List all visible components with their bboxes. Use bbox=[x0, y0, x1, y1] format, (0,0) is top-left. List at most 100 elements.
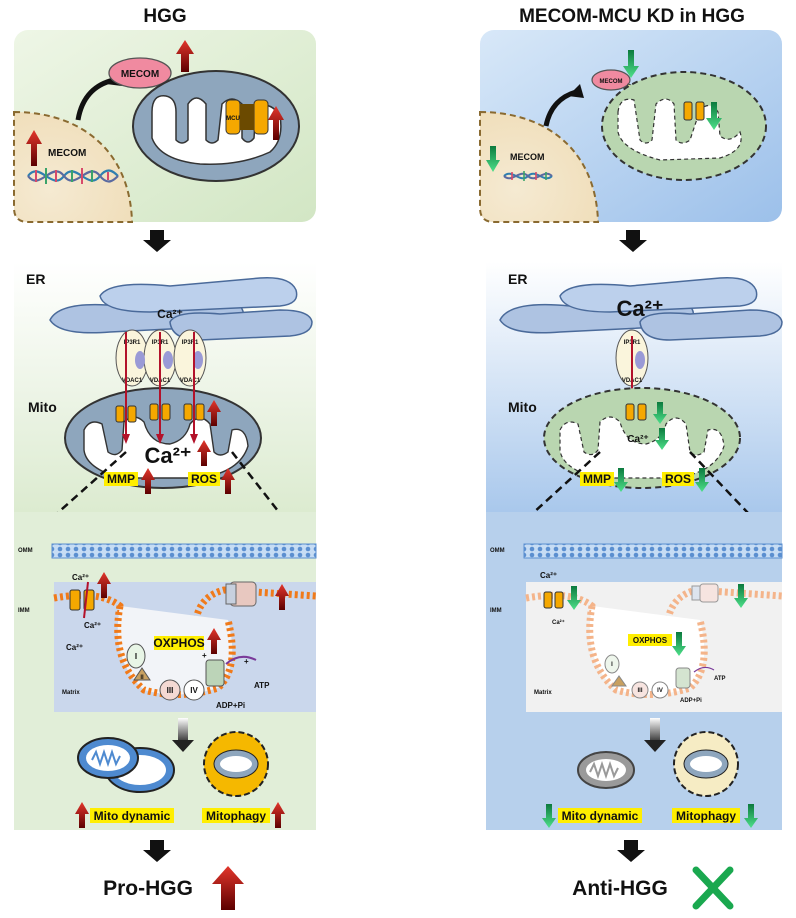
ca-up-arrow-icon bbox=[97, 572, 111, 598]
right-mecom-protein-label: MECOM bbox=[600, 79, 623, 85]
right-mito-dynamic-label: Mito dynamic bbox=[562, 809, 639, 823]
svg-text:III: III bbox=[637, 688, 642, 694]
mcu-down-arrow-icon bbox=[706, 102, 722, 130]
oxphos-up-arrow-icon bbox=[207, 628, 221, 654]
svg-text:VDAC1: VDAC1 bbox=[180, 378, 201, 384]
right-atp-label: ATP bbox=[714, 676, 726, 682]
right-etc-complexes: I III IV bbox=[604, 654, 715, 699]
mito-dynamic-up-arrow-icon bbox=[75, 802, 89, 828]
left-mitophagy-icon bbox=[203, 731, 269, 797]
mmp-up-arrow-icon bbox=[141, 468, 155, 494]
svg-text:III: III bbox=[167, 686, 174, 695]
left-mito-dynamic-label: Mito dynamic bbox=[94, 809, 171, 823]
flow-arrow-icon bbox=[644, 740, 666, 752]
right-top-panel: MECOM MECOM bbox=[479, 30, 782, 223]
right-matrix-label: Matrix bbox=[534, 690, 552, 696]
left-adp-label: ADP+Pi bbox=[216, 701, 245, 710]
mmp-down-arrow-icon bbox=[614, 468, 628, 492]
right-mito-dynamic-icon bbox=[577, 751, 635, 789]
ca-down-arrow-icon bbox=[655, 428, 669, 450]
left-top-panel: MECOM MECOM MCU bbox=[13, 30, 316, 223]
right-imm-label: IMM bbox=[490, 608, 502, 614]
dna-icon bbox=[503, 171, 553, 181]
right-er-ca-label: Ca²⁺ bbox=[616, 296, 663, 321]
mcu-up-arrow-icon bbox=[268, 106, 284, 140]
svg-text:IV: IV bbox=[190, 686, 198, 695]
mecom-gene-up-arrow-icon bbox=[26, 130, 42, 166]
right-mito-kd-2 bbox=[543, 387, 741, 489]
left-middle-panel: ER Ca²⁺ IP3R1 IP3R1 IP3R1 VDAC1 VDAC1 VD… bbox=[14, 262, 316, 540]
ros-down-arrow-icon bbox=[695, 468, 709, 492]
right-middle-panel: ER Ca²⁺ IP3R1 VDAC1 Mito bbox=[486, 262, 783, 540]
right-er-label: ER bbox=[508, 271, 527, 287]
left-ros-label: ROS bbox=[191, 472, 217, 486]
mitophagy-down-arrow-icon bbox=[744, 804, 758, 828]
right-imm-mcu bbox=[543, 591, 564, 609]
left-atp-label: ATP bbox=[254, 681, 270, 690]
right-mcu-channel bbox=[683, 101, 705, 121]
right-outcome-label: Anti-HGG bbox=[572, 877, 668, 900]
mitophagy-up-arrow-icon bbox=[271, 802, 285, 828]
left-mito-label: Mito bbox=[28, 399, 57, 415]
ca-down-arrow-icon bbox=[567, 586, 581, 610]
left-mito-2 bbox=[64, 387, 262, 489]
svg-text:+: + bbox=[244, 657, 249, 666]
nucleus bbox=[479, 110, 600, 223]
right-mito-ca-label: Ca²⁺ bbox=[627, 434, 648, 445]
right-mitophagy-icon bbox=[673, 731, 739, 797]
right-bottom-panel: OMM IMM Ca²⁺ Ca²⁺ OXPHOS bbox=[486, 512, 783, 830]
right-mito-label: Mito bbox=[508, 399, 537, 415]
svg-text:II: II bbox=[140, 675, 144, 681]
flow-arrow-icon bbox=[143, 840, 171, 862]
mecom-protein bbox=[108, 57, 172, 89]
right-atp-synthase bbox=[691, 583, 719, 603]
mecom-gene-down-arrow-icon bbox=[486, 146, 500, 172]
mecom-protein-down-arrow-icon bbox=[623, 50, 639, 78]
left-mito-dynamic-icon bbox=[77, 737, 175, 793]
ca-up-arrow-icon bbox=[197, 440, 211, 466]
flow-arrow-icon bbox=[619, 230, 647, 252]
svg-text:Ca²⁺: Ca²⁺ bbox=[540, 571, 557, 580]
mcu-channel: MCU bbox=[225, 99, 269, 135]
mcu-label: MCU bbox=[226, 116, 240, 122]
svg-text:Ca²⁺: Ca²⁺ bbox=[72, 573, 89, 582]
right-mitochondrion-kd bbox=[601, 71, 767, 181]
left-imm-label: IMM bbox=[18, 608, 30, 614]
right-ros-label: ROS bbox=[665, 472, 691, 486]
left-ca-flux-arrows bbox=[122, 332, 198, 444]
cross-icon bbox=[692, 866, 734, 910]
zoom-line-left bbox=[33, 451, 127, 535]
zoom-line-right bbox=[231, 451, 297, 535]
mecom-protein-up-arrow-icon bbox=[176, 40, 194, 72]
left-oxphos-label: OXPHOS bbox=[153, 636, 204, 650]
right-mmp-label: MMP bbox=[583, 472, 611, 486]
nucleus bbox=[13, 110, 134, 223]
svg-text:IP3R1: IP3R1 bbox=[124, 340, 141, 346]
right-adp-label: ADP+Pi bbox=[680, 698, 702, 704]
svg-text:+: + bbox=[202, 651, 207, 660]
right-column: MECOM-MCU KD in HGG MECOM MECOM bbox=[479, 6, 783, 910]
svg-text:I: I bbox=[611, 662, 613, 668]
right-omm-label: OMM bbox=[490, 548, 505, 554]
left-title: HGG bbox=[143, 6, 186, 27]
flow-arrow-icon bbox=[143, 230, 171, 252]
zoom-line-left bbox=[509, 451, 601, 535]
right-title: MECOM-MCU KD in HGG bbox=[519, 6, 745, 27]
left-er bbox=[49, 277, 313, 341]
oxphos-down-arrow-icon bbox=[672, 632, 686, 656]
dna-icon bbox=[27, 168, 119, 184]
svg-text:IP3R1: IP3R1 bbox=[182, 340, 199, 346]
svg-text:Ca²⁺: Ca²⁺ bbox=[66, 643, 83, 652]
mcu-down-arrow-icon bbox=[653, 402, 667, 424]
left-er-ca-label: Ca²⁺ bbox=[157, 307, 183, 321]
left-imm-mcu bbox=[69, 581, 95, 619]
left-mecom-protein-label: MECOM bbox=[121, 69, 159, 80]
right-mcu-channels bbox=[625, 403, 647, 421]
ros-up-arrow-icon bbox=[221, 468, 235, 494]
left-mitophagy-label: Mitophagy bbox=[206, 809, 266, 823]
atp-synthase-down-arrow-icon bbox=[734, 584, 748, 608]
right-ip3r-vdac-complex: IP3R1 VDAC1 bbox=[615, 329, 649, 440]
mito-dynamic-down-arrow-icon bbox=[542, 804, 556, 828]
pro-hgg-up-arrow-icon bbox=[212, 866, 244, 910]
